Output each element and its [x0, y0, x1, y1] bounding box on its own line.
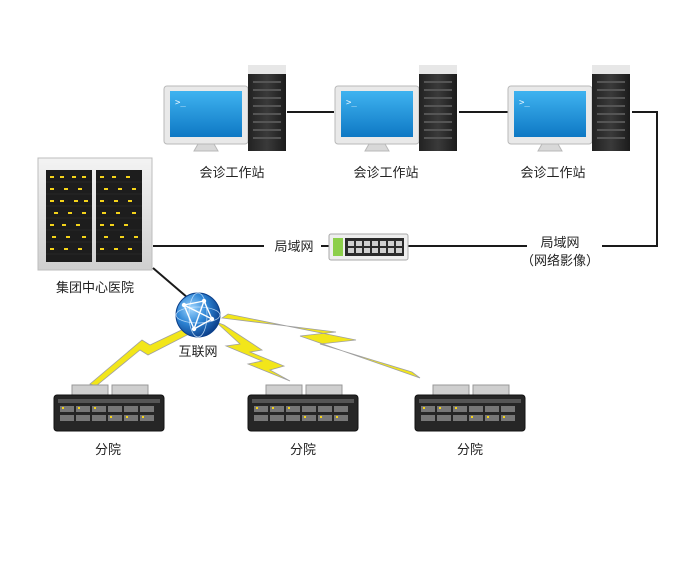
- workstation-2-label: 会诊工作站: [353, 166, 419, 181]
- monitor-screen: [341, 91, 413, 137]
- workstation-3: >_: [507, 65, 630, 152]
- lightning-bolt-right: [220, 313, 421, 379]
- lightning-bolt-middle: [215, 321, 291, 382]
- rack-drive-leds: [50, 176, 138, 250]
- workstation-1: >_: [163, 65, 286, 152]
- lan-lines: [152, 111, 658, 299]
- svg-text:>_: >_: [519, 98, 530, 108]
- branch-server-1: [53, 384, 165, 432]
- lan-left-label: 局域网: [274, 240, 314, 255]
- lan-right-label: 局域网: [540, 236, 580, 251]
- branch-3-label: 分院: [456, 443, 484, 458]
- branch-server-3: [414, 384, 526, 432]
- lightning-bolts: [89, 313, 421, 387]
- tower: [592, 65, 630, 151]
- workstation-2: >_: [334, 65, 457, 152]
- internet-globe-icon: [175, 292, 221, 338]
- lan-switch: [328, 233, 409, 261]
- workstation-3-label: 会诊工作站: [520, 166, 586, 181]
- branch-1-label: 分院: [94, 443, 122, 458]
- lan-right-sublabel: （网络影像）: [520, 254, 600, 269]
- hub-label: 集团中心医院: [55, 281, 135, 296]
- svg-text:>_: >_: [175, 98, 186, 108]
- internet-label: 互联网: [178, 345, 218, 360]
- workstation-1-label: 会诊工作站: [199, 166, 265, 181]
- tower: [419, 65, 457, 151]
- hub-server-rack: [37, 157, 153, 271]
- monitor-screen: [514, 91, 586, 137]
- branch-server-2: [247, 384, 359, 432]
- monitor-screen: [170, 91, 242, 137]
- tower: [248, 65, 286, 151]
- svg-text:>_: >_: [346, 98, 357, 108]
- branch-2-label: 分院: [289, 443, 317, 458]
